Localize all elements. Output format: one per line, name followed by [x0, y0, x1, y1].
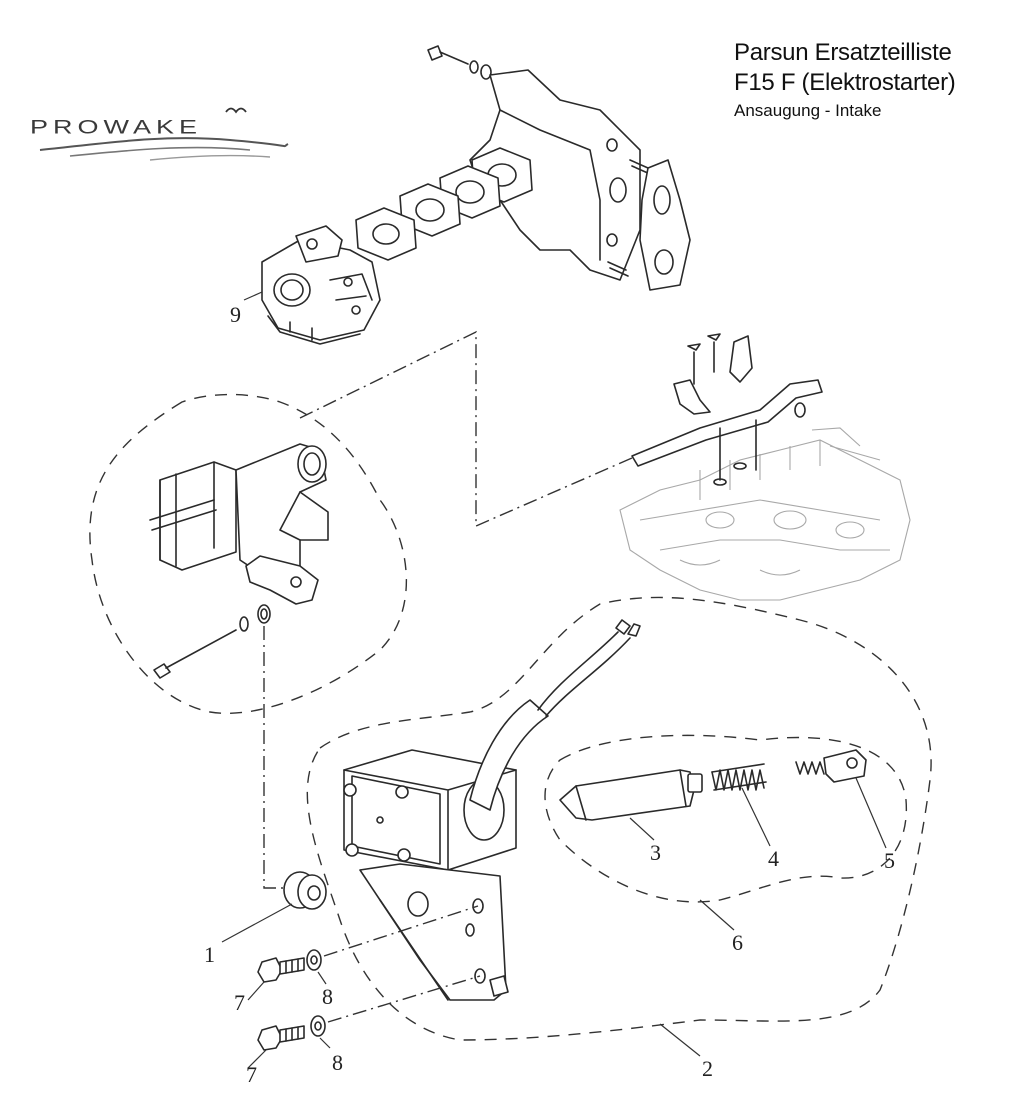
carburetor: [261, 225, 381, 345]
intake-silencer-group: [89, 393, 407, 714]
part-7-bolt-upper: [257, 957, 305, 983]
page-title: Parsun Ersatzteilliste: [734, 39, 952, 66]
brand-logo: PROWAKE: [30, 104, 290, 164]
callout-1: 1: [204, 942, 215, 967]
callout-2: 2: [702, 1056, 713, 1081]
fuel-hose-assembly: [631, 333, 823, 486]
part-1-grommet: [283, 871, 327, 910]
callout-3: 3: [650, 840, 661, 865]
part-7-bolt-lower: [257, 1025, 305, 1051]
callout-7-lower: 7: [246, 1062, 257, 1087]
part-3-plunger: [559, 769, 703, 821]
engine-block: [619, 427, 911, 601]
routing-line-lower: [263, 626, 292, 889]
callout-6: 6: [732, 930, 743, 955]
model-title: F15 F (Elektrostarter): [734, 69, 956, 96]
solenoid-bracket: [343, 619, 641, 1001]
callout-8-lower: 8: [332, 1050, 343, 1075]
section-title: Ansaugung - Intake: [734, 101, 882, 120]
wave-logo-icon: [39, 107, 289, 161]
callout-4: 4: [768, 846, 779, 871]
alignment-line-lower: [327, 975, 481, 1023]
bracket-group-outline: [306, 596, 932, 1041]
part-8-washer-lower: [310, 1015, 326, 1037]
callout-7-upper: 7: [234, 990, 245, 1015]
alignment-line-upper: [323, 905, 479, 957]
title-block: Parsun Ersatzteilliste F15 F (Elektrosta…: [734, 38, 956, 122]
leader-lines: [221, 291, 887, 1069]
brand-logo-text: PROWAKE: [30, 116, 203, 138]
intake-manifold: [355, 45, 691, 291]
callout-8-upper: 8: [322, 984, 333, 1009]
routing-line: [299, 330, 633, 528]
callout-5: 5: [884, 848, 895, 873]
part-5-link-pin: [795, 749, 867, 783]
part-4-spring: [711, 763, 767, 791]
part-8-washer-upper: [306, 949, 322, 971]
callout-9: 9: [230, 302, 241, 327]
